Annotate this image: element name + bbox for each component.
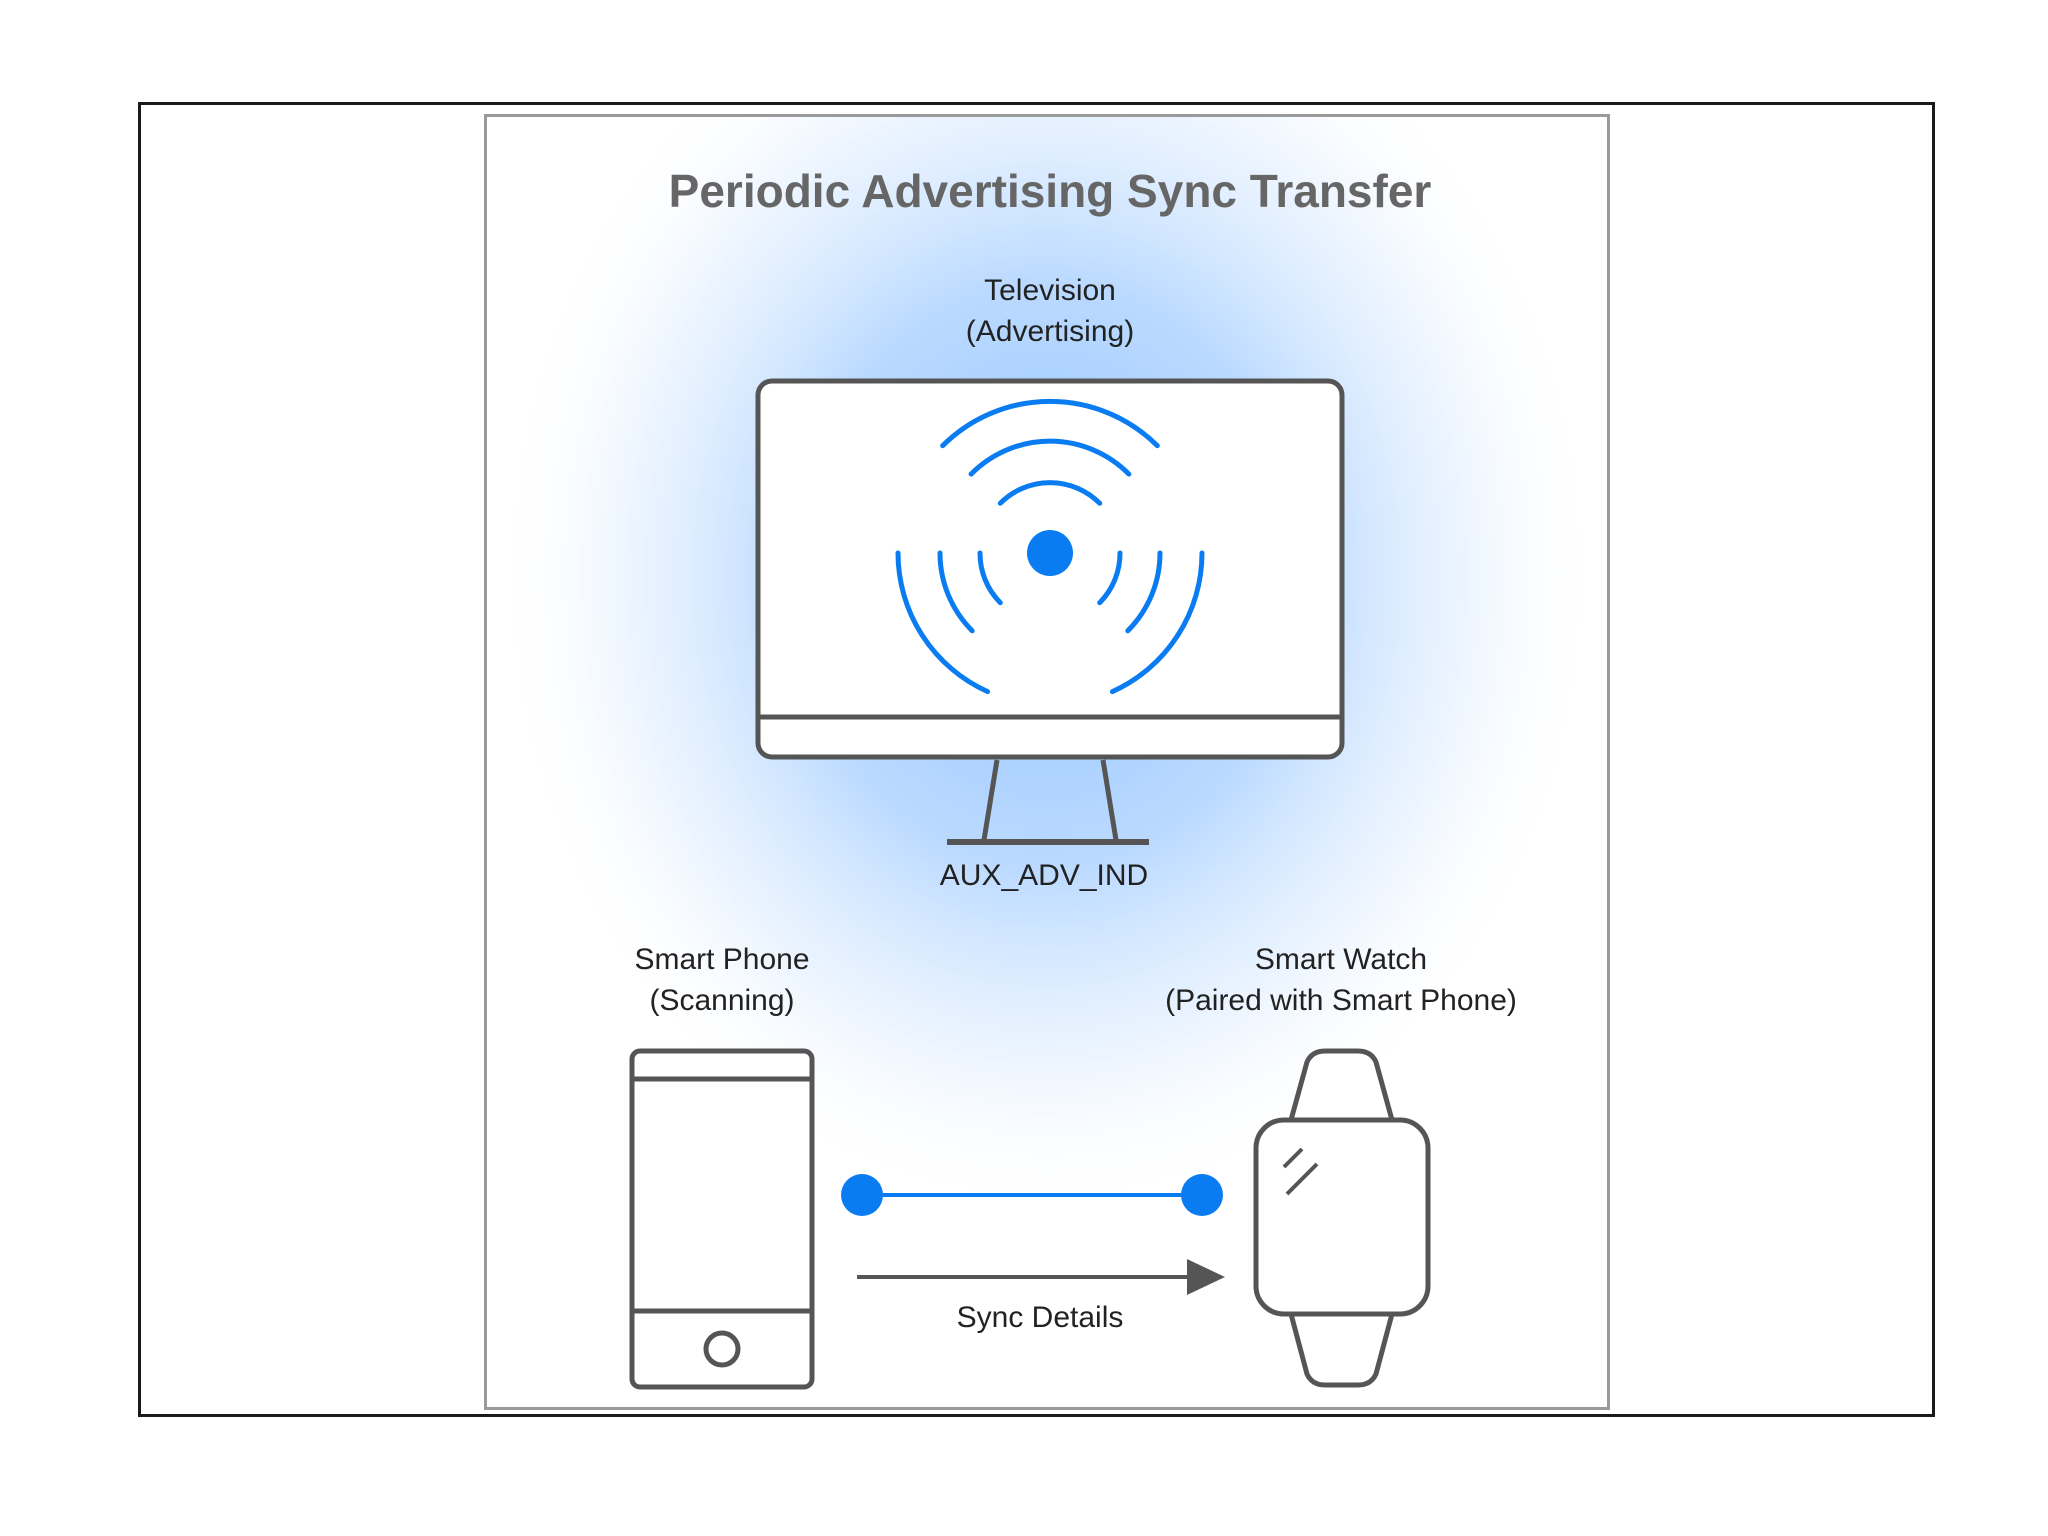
television-label: Television [984,274,1116,307]
television-icon [755,378,1345,845]
packet-label: AUX_ADV_IND [940,859,1148,892]
diagram-title: Periodic Advertising Sync Transfer [669,165,1432,217]
phone-label: Smart Phone [634,943,809,976]
phone-role-label: (Scanning) [649,984,794,1017]
paired-connection [841,1174,1223,1216]
watch-label: Smart Watch [1255,943,1427,976]
sync-transfer-diagram: Periodic Advertising Sync Transfer Telev… [629,165,1517,1390]
smartphone-icon [629,1048,815,1390]
diagram-panel: Periodic Advertising Sync Transfer Telev… [484,114,1610,1410]
watch-role-label: (Paired with Smart Phone) [1165,984,1517,1017]
outer-frame [138,102,1935,1417]
arrow-right-icon [857,1259,1225,1295]
broadcast-signal-icon [895,398,1205,695]
sync-details-label: Sync Details [957,1301,1124,1334]
smartwatch-icon [1253,1048,1431,1388]
television-role-label: (Advertising) [966,315,1134,348]
